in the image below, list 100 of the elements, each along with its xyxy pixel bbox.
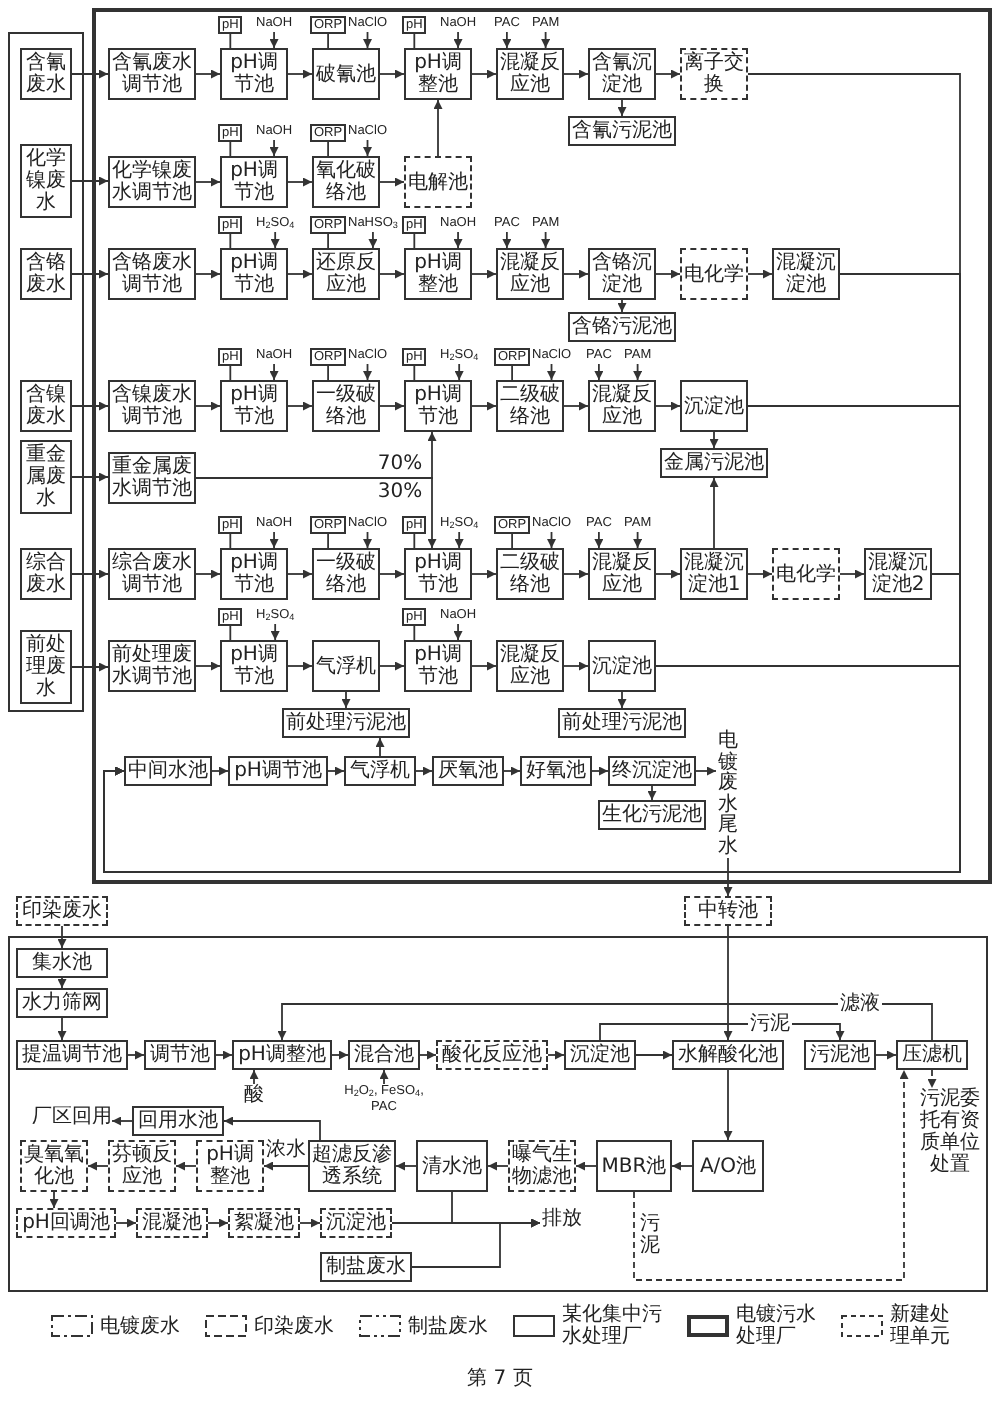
process-box: 氧化破络池 (312, 156, 380, 208)
flow-arrow (723, 857, 733, 897)
process-box: pH调节池 (220, 548, 288, 600)
flow-arrow (195, 477, 437, 549)
flow-arrow (839, 569, 865, 579)
process-box: 二级破络池 (496, 380, 564, 432)
flow-arrow (747, 569, 773, 579)
process-box: 沉淀池 (564, 1040, 636, 1070)
flow-arrow (127, 1050, 145, 1060)
process-box: pH调节池 (220, 640, 288, 692)
process-box: 混合池 (348, 1040, 420, 1070)
flow-arrow (207, 1218, 229, 1228)
process-box: 厌氧池 (432, 756, 504, 786)
flow-arrow (49, 1191, 59, 1209)
process-box: 水力筛网 (16, 988, 108, 1018)
flow-arrow (269, 531, 279, 549)
flow-arrow (71, 472, 109, 482)
process-box: 气浮机 (344, 756, 416, 786)
flow-arrow (249, 1069, 259, 1085)
process-box: 混凝沉淀池2 (864, 548, 932, 600)
flow-arrow (617, 299, 627, 313)
connector-line (327, 33, 329, 49)
process-box: 电解池 (404, 156, 472, 208)
process-box: 一级破络池 (312, 548, 380, 600)
flow-arrow (363, 31, 372, 49)
flow-arrow (471, 401, 497, 411)
flow-arrow (195, 401, 221, 411)
edge-label: 30% (375, 481, 425, 503)
flow-arrow (341, 691, 351, 709)
source-box: 重金属废水 (20, 440, 72, 514)
connector-line (327, 365, 329, 381)
connector-line (511, 533, 513, 549)
flow-arrow (331, 1050, 349, 1060)
source-box: 印染废水 (16, 896, 108, 926)
connector-line (413, 33, 416, 49)
process-box: 提温调节池 (16, 1040, 128, 1070)
flow-arrow (87, 1161, 109, 1171)
boundary-frame (8, 936, 988, 1292)
process-box: 终沉淀池 (608, 756, 696, 786)
process-box: 超滤反渗透系统 (308, 1140, 396, 1192)
flow-arrow (655, 269, 681, 279)
flow-arrow (287, 661, 313, 671)
flow-arrow (563, 269, 589, 279)
connector-line (413, 365, 416, 381)
flow-arrow (269, 139, 279, 157)
flow-arrow (363, 139, 372, 157)
flow-arrow (541, 231, 551, 249)
connector-line (327, 141, 329, 157)
process-box: 综合废水调节池 (108, 548, 196, 600)
flow-arrow (547, 363, 556, 381)
flow-arrow (502, 231, 512, 249)
flow-arrow (633, 363, 643, 381)
process-box: 污泥池 (804, 1040, 876, 1070)
flow-arrow (269, 31, 279, 49)
flow-arrow (287, 269, 313, 279)
flow-arrow (379, 69, 405, 79)
flow-arrow (175, 1161, 197, 1171)
connector-line (229, 365, 232, 381)
flow-arrow (563, 661, 589, 671)
connector-line (413, 533, 416, 549)
connector-line (511, 365, 513, 381)
source-box: 含铬废水 (20, 248, 72, 300)
flow-label: 排放 (540, 1208, 584, 1238)
boundary-frame (8, 32, 84, 712)
process-box: 混凝反应池 (496, 640, 564, 692)
legend-label: 某化集中污水处理厂 (562, 1304, 662, 1348)
flow-arrow (655, 69, 681, 79)
connector-line (229, 141, 232, 157)
process-box: 金属污泥池 (660, 448, 768, 478)
flow-arrow (71, 569, 109, 579)
edge-label: 浓水 (264, 1139, 308, 1161)
flow-label: 电镀废水尾水 (716, 732, 740, 858)
flow-arrow (363, 531, 372, 549)
legend-label: 制盐废水 (408, 1315, 488, 1337)
source-box: 化学镍废水 (20, 144, 72, 218)
process-box: 含氰废水调节池 (108, 48, 196, 100)
process-box: 含铬污泥池 (568, 312, 676, 342)
flow-arrow (547, 1050, 565, 1060)
process-box: 沉淀池 (588, 640, 656, 692)
flow-arrow (195, 269, 221, 279)
process-box: 前处理污泥池 (558, 708, 686, 738)
flow-arrow (875, 1050, 897, 1060)
source-box: 前处理废水 (20, 630, 72, 704)
flow-arrow (375, 737, 385, 757)
process-box: 絮凝池 (228, 1208, 300, 1238)
flow-arrow (617, 99, 627, 117)
flow-arrow (263, 1161, 309, 1171)
flow-arrow (287, 177, 313, 187)
flow-arrow (215, 1050, 233, 1060)
process-box: pH调整池 (196, 1140, 264, 1192)
flow-arrow (594, 531, 604, 549)
flow-arrow (633, 1069, 909, 1281)
edge-label: 污泥 (748, 1013, 792, 1035)
source-box: 综合废水 (20, 548, 72, 600)
flow-arrow (195, 177, 221, 187)
connector-line (413, 233, 416, 249)
flow-arrow (635, 1050, 673, 1060)
flow-arrow (563, 69, 589, 79)
process-box: 离子交换 (680, 48, 748, 100)
process-box: MBR池 (596, 1140, 672, 1192)
